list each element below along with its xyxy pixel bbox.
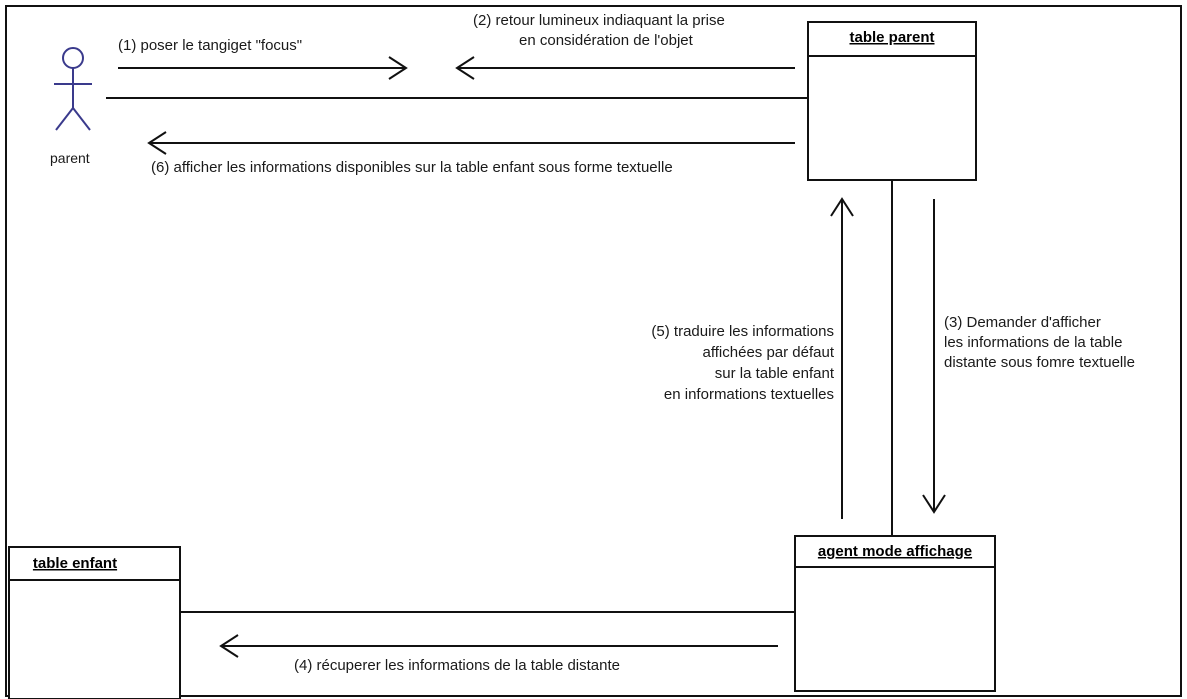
object-title-table-enfant: table enfant: [33, 555, 117, 572]
message-6-arrow: [147, 131, 795, 155]
message-3-label-line3: distante sous fomre textuelle: [944, 354, 1135, 371]
message-3-label-line1: (3) Demander d'afficher: [944, 314, 1101, 331]
message-4-label: (4) récuperer les informations de la tab…: [294, 657, 620, 674]
message-1-arrow: [118, 56, 408, 80]
actor-name: parent: [50, 150, 90, 166]
message-3-arrow: [922, 199, 946, 514]
message-6-label: (6) afficher les informations disponible…: [151, 159, 673, 176]
message-5-label-line1: (5) traduire les informations: [651, 323, 834, 340]
object-table-parent[interactable]: table parent: [807, 21, 977, 181]
message-2-label-line1: (2) retour lumineux indiaquant la prise: [473, 12, 725, 29]
message-5-arrow: [830, 197, 854, 519]
message-5-label-line4: en informations textuelles: [664, 386, 834, 403]
actor-parent[interactable]: parent: [50, 47, 92, 166]
message-1-label: (1) poser le tangiget "focus": [118, 37, 302, 54]
object-agent-mode-affichage[interactable]: agent mode affichage: [794, 535, 996, 692]
object-title-agent: agent mode affichage: [818, 543, 972, 560]
object-table-enfant[interactable]: table enfant: [8, 546, 181, 699]
message-5-label-line3: sur la table enfant: [715, 365, 835, 382]
message-2-arrow: [455, 56, 795, 80]
message-5-label-line2: affichées par défaut: [703, 344, 835, 361]
diagram-frame: [5, 5, 1182, 697]
object-title-table-parent: table parent: [849, 29, 934, 46]
message-3-label-line2: les informations de la table: [944, 334, 1122, 351]
actor-head: [62, 47, 84, 69]
message-2-label-line2: en considération de l'objet: [519, 32, 694, 49]
message-4-arrow: [219, 634, 778, 658]
